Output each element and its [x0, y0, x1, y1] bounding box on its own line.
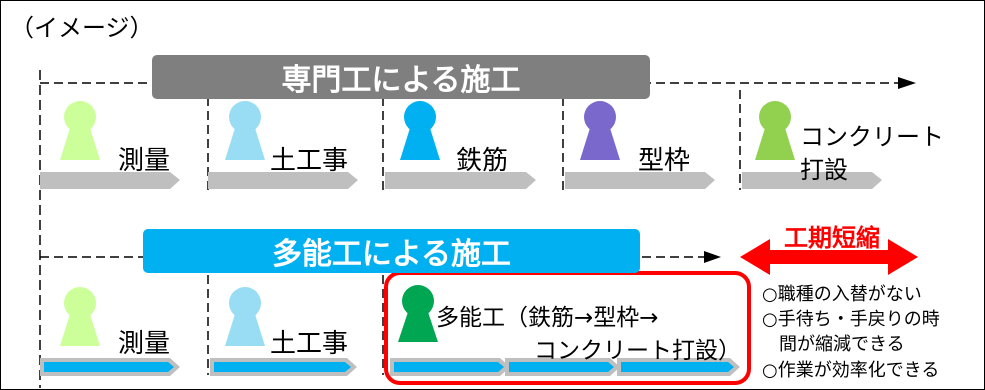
- specialist-task-arrow: [40, 172, 180, 189]
- specialist-task-arrow: [208, 172, 358, 189]
- multi-skill-label: コンクリート打設）: [534, 338, 741, 364]
- task-label: 土工事: [270, 146, 349, 176]
- specialist-task-arrow: [742, 172, 882, 189]
- specialist-task-arrow: [565, 172, 715, 189]
- worker-figure-icon: [400, 101, 440, 160]
- specialist-task-arrow: [385, 172, 536, 189]
- specialist-banner: 専門工による施工: [152, 55, 650, 99]
- specialist-arrowhead: [898, 77, 916, 89]
- task-label: コンクリート: [800, 123, 944, 151]
- multi-task-arrow: [394, 362, 504, 372]
- multi-skill-label: 多能工（鉄筋→型枠→: [436, 305, 659, 331]
- shortening-title: 工期短縮: [784, 224, 880, 252]
- benefit-item: ○職種の入替がない: [762, 284, 922, 305]
- worker-figure-icon: [755, 101, 795, 160]
- caption: （イメージ）: [10, 14, 154, 42]
- task-label: 鉄筋: [456, 146, 509, 176]
- multi-task-arrow: [44, 362, 174, 372]
- benefit-item: 間が縮減できる: [779, 334, 905, 355]
- task-label: 土工事: [270, 329, 349, 359]
- task-label: 打設: [800, 156, 848, 184]
- worker-figure-icon: [225, 101, 265, 160]
- worker-figure-icon: [225, 287, 265, 346]
- multi-task-arrow: [509, 362, 614, 372]
- shortening-double-arrow: [740, 239, 918, 275]
- task-label: 測量: [118, 329, 171, 359]
- worker-figure-icon: [60, 287, 100, 346]
- multi-task-arrow: [621, 362, 734, 372]
- multi-skill-highlight-box: [384, 271, 751, 385]
- multi-banner: 多能工による施工: [143, 229, 640, 273]
- worker-figure-icon: [398, 285, 438, 342]
- worker-figure-icon: [60, 101, 100, 160]
- multi-arrowhead: [704, 251, 721, 263]
- task-label: 型枠: [638, 146, 691, 176]
- benefit-item: ○作業が効率化できる: [762, 360, 940, 381]
- task-label: 測量: [118, 146, 171, 176]
- benefit-item: ○手待ち・手戻りの時: [762, 309, 940, 330]
- worker-figure-icon: [580, 101, 620, 160]
- multi-task-arrow: [214, 362, 351, 372]
